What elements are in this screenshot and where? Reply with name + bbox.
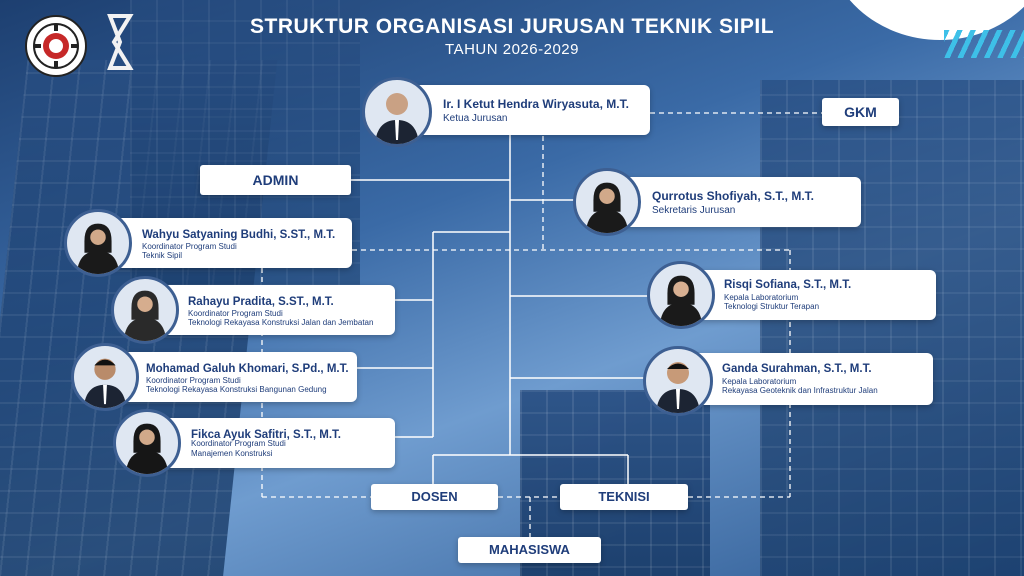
photo-rahayu (111, 276, 179, 344)
person-role: Koordinator Program Studi (191, 439, 286, 448)
person-portrait-icon (659, 275, 703, 326)
photo-galuh (71, 343, 139, 411)
card-rahayu: Rahayu Pradita, S.ST., M.T. Koordinator … (142, 285, 395, 335)
person-role: Kepala Laboratorium (724, 293, 799, 302)
person-portrait-icon (375, 93, 419, 144)
person-role: Koordinator Program Studi (146, 376, 241, 385)
photo-fikca (113, 409, 181, 477)
person-portrait-icon (656, 362, 700, 413)
person-name: Mohamad Galuh Khomari, S.Pd., M.T. (146, 363, 349, 375)
person-unit: Teknologi Rekayasa Konstruksi Jalan dan … (188, 318, 374, 327)
person-name: Risqi Sofiana, S.T., M.T. (724, 279, 852, 291)
unit-mahasiswa: MAHASISWA (458, 537, 601, 563)
card-wahyu: Wahyu Satyaning Budhi, S.ST., M.T. Koord… (100, 218, 352, 268)
department-logo (96, 12, 144, 74)
card-galuh: Mohamad Galuh Khomari, S.Pd., M.T. Koord… (100, 352, 357, 402)
person-portrait-icon (76, 223, 120, 274)
card-fikca: Fikca Ayuk Safitri, S.T., M.T. Koordinat… (145, 418, 395, 468)
accent-stripes (944, 30, 1024, 58)
card-ganda: Ganda Surahman, S.T., M.T. Kepala Labora… (680, 353, 933, 405)
person-name: Fikca Ayuk Safitri, S.T., M.T. (191, 429, 341, 441)
person-name: Ganda Surahman, S.T., M.T. (722, 363, 872, 375)
person-unit: Teknologi Rekayasa Konstruksi Bangunan G… (146, 385, 327, 394)
person-name: Qurrotus Shofiyah, S.T., M.T. (652, 189, 815, 203)
photo-wahyu (64, 209, 132, 277)
person-name: Ir. I Ketut Hendra Wiryasuta, M.T. (443, 97, 629, 111)
background-building (760, 80, 1024, 576)
photo-ganda (643, 346, 713, 416)
chart-title: STRUKTUR ORGANISASI JURUSAN TEKNIK SIPIL (249, 15, 775, 38)
unit-gkm: GKM (822, 98, 899, 126)
card-sekretaris-jurusan: Qurrotus Shofiyah, S.T., M.T. Sekretaris… (608, 177, 861, 227)
gear-emblem-icon (33, 23, 79, 69)
person-portrait-icon (83, 358, 127, 408)
department-logo-icon (107, 14, 134, 70)
photo-risqi (647, 261, 715, 329)
person-name: Rahayu Pradita, S.ST., M.T. (188, 296, 334, 308)
photo-ketua-jurusan (362, 77, 432, 147)
person-role: Ketua Jurusan (443, 113, 508, 124)
photo-sekretaris-jurusan (573, 168, 641, 236)
person-unit: Teknologi Struktur Terapan (724, 302, 820, 311)
card-ketua-jurusan: Ir. I Ketut Hendra Wiryasuta, M.T. Ketua… (395, 85, 650, 135)
person-unit: Rekayasa Geoteknik dan Infrastruktur Jal… (722, 386, 878, 395)
person-name: Wahyu Satyaning Budhi, S.ST., M.T. (142, 229, 336, 241)
person-portrait-icon (123, 290, 167, 341)
person-role: Koordinator Program Studi (142, 242, 237, 251)
person-role: Kepala Laboratorium (722, 377, 797, 386)
unit-dosen: DOSEN (371, 484, 498, 510)
unit-admin: ADMIN (200, 165, 351, 195)
person-role: Koordinator Program Studi (188, 309, 283, 318)
institution-seal-logo (25, 15, 87, 77)
card-risqi: Risqi Sofiana, S.T., M.T. Kepala Laborat… (680, 270, 936, 320)
person-unit: Teknik Sipil (142, 251, 183, 260)
person-unit: Manajemen Konstruksi (191, 449, 273, 458)
person-portrait-icon (585, 182, 629, 233)
person-portrait-icon (125, 423, 169, 474)
unit-teknisi: TEKNISI (560, 484, 688, 510)
person-role: Sekretaris Jurusan (652, 205, 736, 216)
chart-subtitle: TAHUN 2026-2029 (445, 41, 579, 58)
